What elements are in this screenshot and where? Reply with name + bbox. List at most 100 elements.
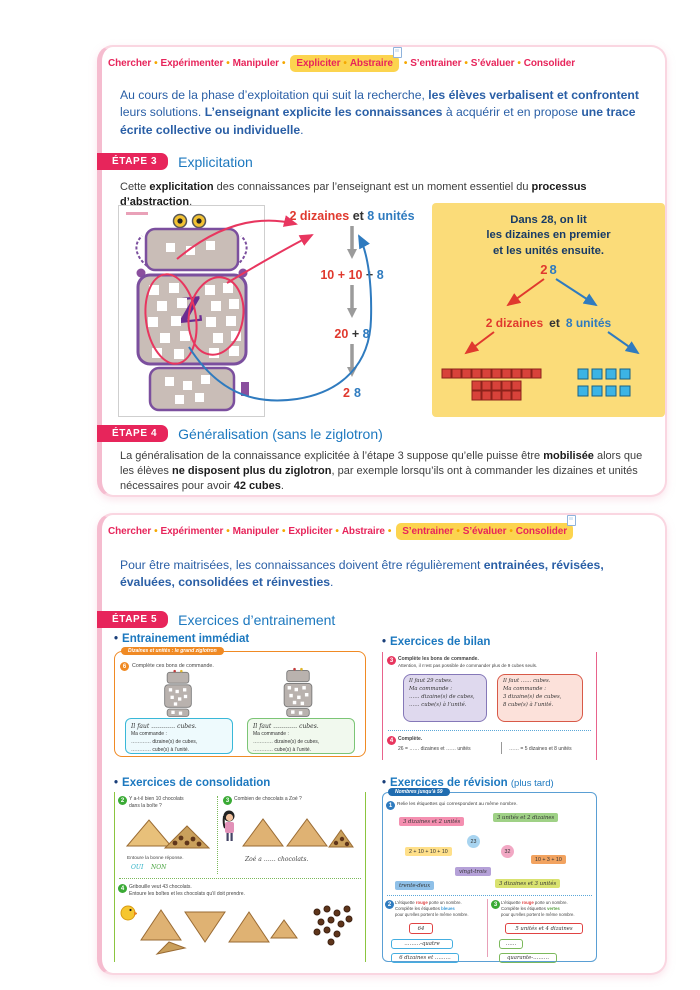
etape5-badge: ÉTAPE 5 — [97, 611, 169, 628]
nav-experimenter[interactable]: Expérimenter — [160, 58, 224, 69]
thumbnail-entrainement-immediat: Dizaines et unités : le grand ziglotron … — [114, 647, 366, 757]
nav-sentrainer[interactable]: S’entrainer — [402, 526, 454, 537]
card-entrainer-evaluer-consolider: Chercher • Expérimenter • Manipuler • Ex… — [97, 513, 667, 975]
dotted-divider — [387, 895, 592, 896]
intro-paragraph-2: Pour être maitrisées, les connaissances … — [120, 558, 604, 590]
phase-nav-2: Chercher • Expérimenter • Manipuler • Ex… — [108, 515, 663, 540]
bullet-separator: • — [226, 58, 230, 69]
decomposition-column: 2 dizaines et 8 unités 10 + 10 + 8 20 + … — [287, 209, 417, 400]
card-expliciter-abstraire: Chercher • Expérimenter • Manipuler • Ex… — [97, 45, 667, 497]
bullet-separator: • — [226, 526, 230, 537]
split-arrows-icon — [506, 277, 598, 306]
nav-chercher[interactable]: Chercher — [108, 58, 152, 69]
explicitation-figure: Z — [102, 197, 665, 425]
nav-manipuler[interactable]: Manipuler — [232, 526, 279, 537]
etape3-title: Explicitation — [178, 153, 253, 170]
thumbnail-exercices-bilan: 3 Complète les bons de commande. Attenti… — [382, 652, 597, 760]
mini-ziglotron — [283, 667, 313, 717]
red-number-tag: 64 — [409, 923, 433, 934]
blue-number-tag[interactable]: ………-quatre — [391, 939, 453, 949]
exercise-number-badge: 2 — [118, 796, 127, 805]
bullet-separator: • — [403, 58, 408, 69]
etape3-paragraph: Cette explicitation des connaissances pa… — [120, 181, 587, 209]
divider — [501, 742, 502, 754]
bookmark-icon[interactable] — [567, 515, 577, 526]
bullet-separator: • — [154, 58, 158, 69]
exercise-number-badge: 6 — [120, 662, 129, 671]
etape4-heading: ÉTAPE 4 Généralisation (sans le ziglotro… — [97, 425, 383, 442]
number-label: 10 + 3 + 10 — [531, 855, 566, 864]
exercise-instruction: Relie les étiquettes qui correspondent a… — [397, 802, 518, 807]
number-label: vingt-trois — [455, 867, 491, 876]
etape5-title: Exercices d’entrainement — [178, 611, 336, 628]
etape4-title: Généralisation (sans le ziglotron) — [178, 425, 383, 442]
thumbnail-exercices-revision: Nombres jusqu’à 59 1 Relie les étiquette… — [382, 788, 597, 963]
number-label: 3 unités et 2 dizaines — [493, 813, 559, 822]
order-form-pink: Il faut …… cubes.Ma commande : 3 dizaine… — [497, 674, 583, 722]
nav-consolider[interactable]: Consolider — [523, 58, 576, 69]
intro-paragraph-1: Au cours de la phase d’exploitation qui … — [120, 88, 639, 137]
nav-manipuler[interactable]: Manipuler — [232, 58, 279, 69]
dotted-divider — [388, 730, 591, 731]
exercise-number-badge: 4 — [118, 884, 127, 893]
etape3-heading: ÉTAPE 3 Explicitation — [97, 153, 253, 170]
equation: …… = 5 dizaines et 8 unités — [509, 746, 572, 752]
bullet-separator: • — [387, 526, 392, 537]
answer-line: Zoé a …… chocolats. — [245, 856, 309, 863]
mini-ziglotron — [164, 669, 192, 717]
nav-experimenter[interactable]: Expérimenter — [160, 526, 224, 537]
nav-abstraire[interactable]: Abstraire — [349, 58, 393, 69]
blue-number-tag[interactable]: 6 dizaines et ……… — [391, 953, 459, 963]
nav-chercher[interactable]: Chercher — [108, 526, 152, 537]
exercise-banner: Dizaines et unités : le grand ziglotron — [121, 647, 224, 655]
exercise-instruction: L’étiquette rouge porte un nombre.Complè… — [395, 900, 469, 917]
bullet-separator: • — [154, 526, 158, 537]
order-form: Il faut ………… cubes. Ma commande : ………… d… — [125, 718, 233, 754]
phase-nav-1: Chercher • Expérimenter • Manipuler • Ex… — [108, 47, 663, 72]
nav-sevaluer[interactable]: S’évaluer — [462, 526, 507, 537]
exercise-number-badge: 2 — [385, 900, 394, 909]
exercise-banner: Nombres jusqu’à 59 — [388, 788, 450, 796]
down-arrow-icon — [345, 344, 359, 383]
chocolate-boxes — [242, 818, 354, 848]
number-label: 2 + 10 + 10 + 10 — [405, 847, 452, 856]
nav-sentrainer[interactable]: S’entrainer — [410, 58, 462, 69]
green-number-tag[interactable]: quarante-……… — [499, 953, 557, 963]
exercise-number-badge: 4 — [387, 736, 396, 745]
number-label: 3 dizaines et 2 unités — [399, 817, 465, 826]
divider — [487, 899, 488, 957]
answer-non: NON — [151, 864, 167, 871]
etape3-badge: ÉTAPE 3 — [97, 153, 169, 170]
nav-abstraire[interactable]: Abstraire — [341, 526, 385, 537]
bullet-separator: • — [464, 58, 468, 69]
answer-oui: OUI — [131, 864, 144, 871]
red-number-tag: 5 unités et 4 dizaines — [505, 923, 583, 934]
header-exercices-revision: •Exercices de révision (plus tard) — [382, 777, 554, 789]
ziglotron-robot: Z — [126, 212, 249, 412]
bullet-separator: • — [343, 58, 347, 69]
bookmark-icon[interactable] — [392, 47, 402, 58]
etape4-badge: ÉTAPE 4 — [97, 425, 169, 442]
nav-expliciter[interactable]: Expliciter — [296, 58, 341, 69]
base-ten-cubes — [441, 368, 631, 401]
header-exercices-bilan: •Exercices de bilan — [382, 636, 491, 648]
chocolate-boxes — [125, 819, 211, 849]
green-number-tag[interactable]: …… — [499, 939, 523, 949]
nav-consolider[interactable]: Consolider — [515, 526, 568, 537]
equation: 26 = …… dizaines et …… unités — [398, 746, 471, 752]
decomposition-line-3: 20 + 8 — [334, 327, 370, 341]
nav-expliciter[interactable]: Expliciter — [288, 526, 333, 537]
nav-sevaluer[interactable]: S’évaluer — [470, 58, 515, 69]
exercise-instruction: Entoure la bonne réponse. — [127, 856, 184, 861]
order-form-purple: Il faut 29 cubes.Ma commande : …… dizain… — [403, 674, 487, 722]
number-label: 23 — [467, 835, 480, 848]
bullet-separator: • — [517, 58, 521, 69]
number-label: 3 dizaines et 3 unités — [495, 879, 561, 888]
girl-character — [222, 810, 235, 841]
bullet-separator: • — [281, 526, 286, 537]
header-entrainement-immediat: •Entrainement immédiat — [114, 633, 250, 645]
nav-highlight-entrainer-evaluer-consolider: S’entrainer • S’évaluer • Consolider — [396, 515, 577, 540]
